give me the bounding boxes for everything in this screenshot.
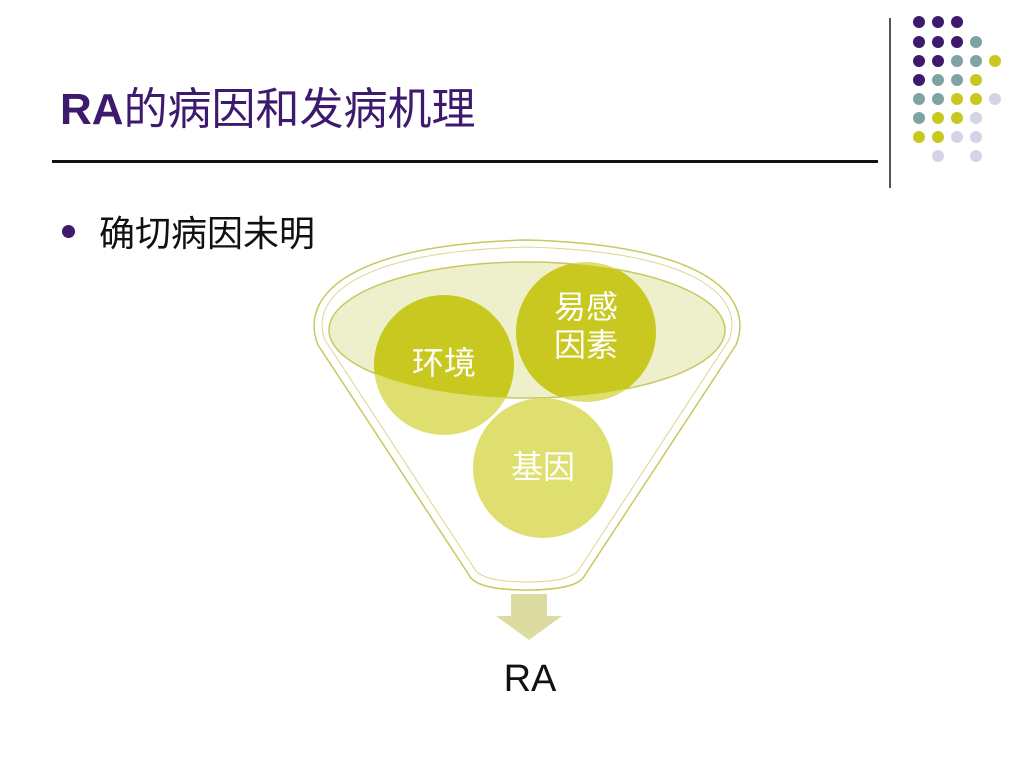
dot xyxy=(932,93,944,105)
dot xyxy=(951,74,963,86)
dot xyxy=(951,55,963,67)
funnel-inner-outline xyxy=(321,246,733,583)
susceptibility-label: 易感 因素 xyxy=(536,288,636,365)
dot xyxy=(951,93,963,105)
dot xyxy=(951,112,963,124)
gene-circle xyxy=(473,398,613,538)
dot xyxy=(932,150,944,162)
dot xyxy=(913,93,925,105)
dot xyxy=(932,112,944,124)
susceptibility-circle-overlay xyxy=(516,262,656,398)
dot xyxy=(989,93,1001,105)
environment-circle-overlay xyxy=(374,295,514,398)
dot xyxy=(970,74,982,86)
dot xyxy=(989,55,1001,67)
gene-label: 基因 xyxy=(510,448,575,486)
bullet-item: 确切病因未明 xyxy=(62,205,315,257)
dot xyxy=(970,150,982,162)
dot xyxy=(951,131,963,143)
result-label: RA xyxy=(503,658,557,700)
bullet-text: 确切病因未明 xyxy=(99,214,316,255)
dot xyxy=(913,16,925,28)
dot xyxy=(951,16,963,28)
dot xyxy=(970,131,982,143)
title-chinese: 的病因和发病机理 xyxy=(123,85,476,134)
down-arrow-icon xyxy=(496,594,562,640)
dot xyxy=(932,36,944,48)
dot xyxy=(932,16,944,28)
vertical-divider xyxy=(889,18,891,188)
decorative-dot-grid xyxy=(913,16,1001,162)
susceptibility-label-line2: 因素 xyxy=(553,326,618,365)
dot xyxy=(970,55,982,67)
title-underline xyxy=(52,160,878,163)
page-title: RA的病因和发病机理 xyxy=(60,88,476,132)
dot xyxy=(913,55,925,67)
dot xyxy=(932,74,944,86)
dot xyxy=(970,36,982,48)
dot xyxy=(913,36,925,48)
dot xyxy=(970,93,982,105)
susceptibility-label-line1: 易感 xyxy=(553,288,618,326)
dot xyxy=(970,112,982,124)
dot xyxy=(913,131,925,143)
dot xyxy=(932,55,944,67)
bullet-dot-icon xyxy=(62,224,75,238)
dot xyxy=(913,74,925,86)
dot xyxy=(913,112,925,124)
title-latin: RA xyxy=(60,85,124,134)
dot xyxy=(932,131,944,143)
environment-label: 环境 xyxy=(411,344,476,382)
dot xyxy=(951,36,963,48)
